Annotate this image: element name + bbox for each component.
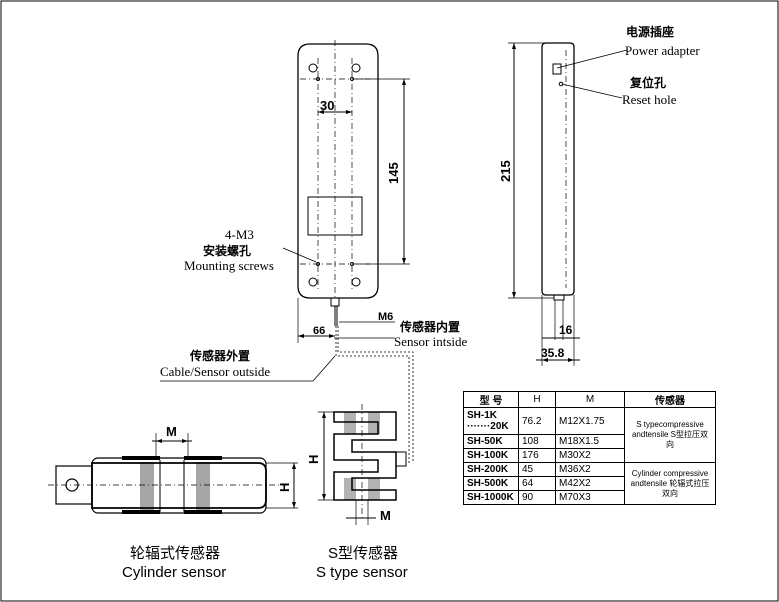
stype-caption-cn: S型传感器 xyxy=(328,545,398,562)
header-model: 型 号 xyxy=(463,391,519,408)
cell-h: 176 xyxy=(518,448,556,463)
reset-hole-en: Reset hole xyxy=(622,92,677,107)
cell-model: SH-1000K xyxy=(463,490,519,505)
dim-30: 30 xyxy=(320,98,334,113)
cylinder-caption-cn: 轮辐式传感器 xyxy=(130,545,220,562)
table-header-row: 型 号 H M 传感器 xyxy=(463,391,716,408)
cell-h: 76.2 xyxy=(518,407,556,435)
cell-h: 108 xyxy=(518,434,556,449)
reset-hole-cn: 复位孔 xyxy=(629,75,666,90)
cylinder-sensor xyxy=(48,433,298,514)
cell-model: SH-100K xyxy=(463,448,519,463)
screws-cn: 安装螺孔 xyxy=(203,243,251,258)
front-view xyxy=(282,40,410,343)
table-row: SH-100K 176 M30X2 xyxy=(463,448,716,463)
cell-m: M18X1.5 xyxy=(555,434,625,449)
header-m: M xyxy=(555,391,625,408)
screws-code: 4-M3 xyxy=(225,227,254,242)
header-sensor: 传感器 xyxy=(624,391,716,408)
cylinder-caption-en: Cylinder sensor xyxy=(122,564,226,581)
cell-m: M70X3 xyxy=(555,490,625,505)
s-dim-h: H xyxy=(306,455,321,464)
cell-h: 45 xyxy=(518,462,556,477)
dim-35-8: 35.8 xyxy=(541,346,565,360)
table-row: SH-200K 45 M36X2 Cylinder compressive an… xyxy=(463,462,716,505)
cyl-dim-m: M xyxy=(166,424,177,439)
dim-215: 215 xyxy=(498,160,513,182)
header-h: H xyxy=(518,391,556,408)
cell-model: SH-50K xyxy=(463,434,519,449)
cell-model: SH-200K xyxy=(463,462,519,477)
table-row: SH-1000K 90 M70X3 xyxy=(463,490,716,505)
cell-m: M36X2 xyxy=(555,462,625,477)
sensor-outside-cn: 传感器外置 xyxy=(189,348,250,363)
cell-model: SH-1K ·······20K xyxy=(463,407,519,435)
table-row: SH-500K 64 M42X2 xyxy=(463,476,716,491)
screws-en: Mounting screws xyxy=(184,258,274,273)
cell-h: 64 xyxy=(518,476,556,491)
power-socket xyxy=(552,63,562,75)
dim-66: 66 xyxy=(313,325,325,337)
dim-145: 145 xyxy=(386,162,401,184)
cyl-dim-h: H xyxy=(277,483,292,492)
cell-m: M42X2 xyxy=(555,476,625,491)
sensor-outside-en: Cable/Sensor outside xyxy=(160,364,270,379)
cell-m: M12X1.75 xyxy=(555,407,625,435)
dim-m6: M6 xyxy=(378,311,393,323)
s-dim-m: M xyxy=(380,508,391,523)
cell-model: SH-500K xyxy=(463,476,519,491)
table-row: SH-1K ·······20K 76.2 M12X1.75 S typecom… xyxy=(463,407,716,463)
power-adapter-en: Power adapter xyxy=(625,43,700,58)
sensor-inside-en: Sensor intside xyxy=(394,334,468,349)
group-s-type: S typecompressive andtensile S型拉压双向 xyxy=(624,407,716,463)
dim-16: 16 xyxy=(559,323,573,337)
cable-route xyxy=(335,326,410,463)
s-type-sensor xyxy=(318,404,407,525)
cell-m: M30X2 xyxy=(555,448,625,463)
group-cylinder: Cylinder compressive andtensile 轮辐式拉压双向 xyxy=(624,462,716,505)
spec-table: 型 号 H M 传感器 SH-1K ·······20K 76.2 M12X1.… xyxy=(463,391,716,505)
stype-caption-en: S type sensor xyxy=(316,564,408,581)
sensor-inside-cn: 传感器内置 xyxy=(399,319,460,334)
power-adapter-cn: 电源插座 xyxy=(626,24,674,39)
cell-h: 90 xyxy=(518,490,556,505)
side-view xyxy=(508,42,628,366)
